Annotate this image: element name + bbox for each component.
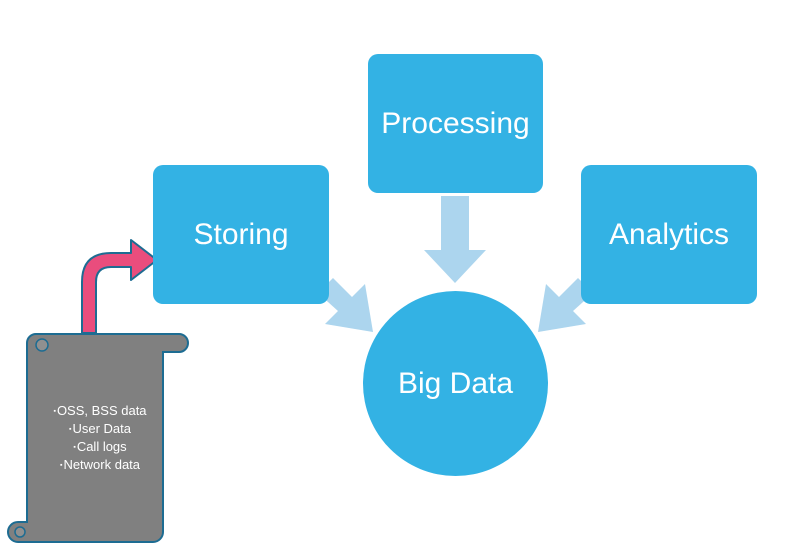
- arrow-sources-to-storing: [81, 239, 158, 334]
- analytics-label: Analytics: [608, 217, 730, 251]
- bullet-icon: ▪: [59, 462, 63, 469]
- processing-label: Processing: [381, 106, 530, 140]
- list-item-label: OSS, BSS data: [56, 403, 147, 418]
- data-sources-list: ▪OSS, BSS data ▪User Data ▪Call logs ▪Ne…: [38, 402, 162, 474]
- list-item-label: Network data: [63, 457, 141, 472]
- arrow-analytics-to-bigdata: [538, 278, 593, 332]
- bullet-icon: ▪: [68, 426, 72, 433]
- arrow-storing-to-bigdata: [318, 278, 373, 332]
- storing-node: Storing: [153, 165, 329, 304]
- list-item-label: User Data: [72, 421, 131, 436]
- processing-node: Processing: [368, 54, 543, 193]
- list-item: ▪Network data: [38, 456, 162, 474]
- big-data-node: Big Data: [363, 291, 548, 476]
- storing-label: Storing: [193, 217, 289, 251]
- data-sources-scroll: [7, 333, 189, 543]
- analytics-node: Analytics: [581, 165, 757, 304]
- bullet-icon: ▪: [73, 444, 76, 451]
- big-data-label: Big Data: [397, 366, 514, 400]
- arrow-processing-to-bigdata: [424, 196, 486, 283]
- list-item: ▪OSS, BSS data: [38, 402, 162, 420]
- bullet-icon: ▪: [53, 408, 56, 415]
- list-item-label: Call logs: [76, 439, 127, 454]
- list-item: ▪Call logs: [38, 438, 162, 456]
- list-item: ▪User Data: [38, 420, 162, 438]
